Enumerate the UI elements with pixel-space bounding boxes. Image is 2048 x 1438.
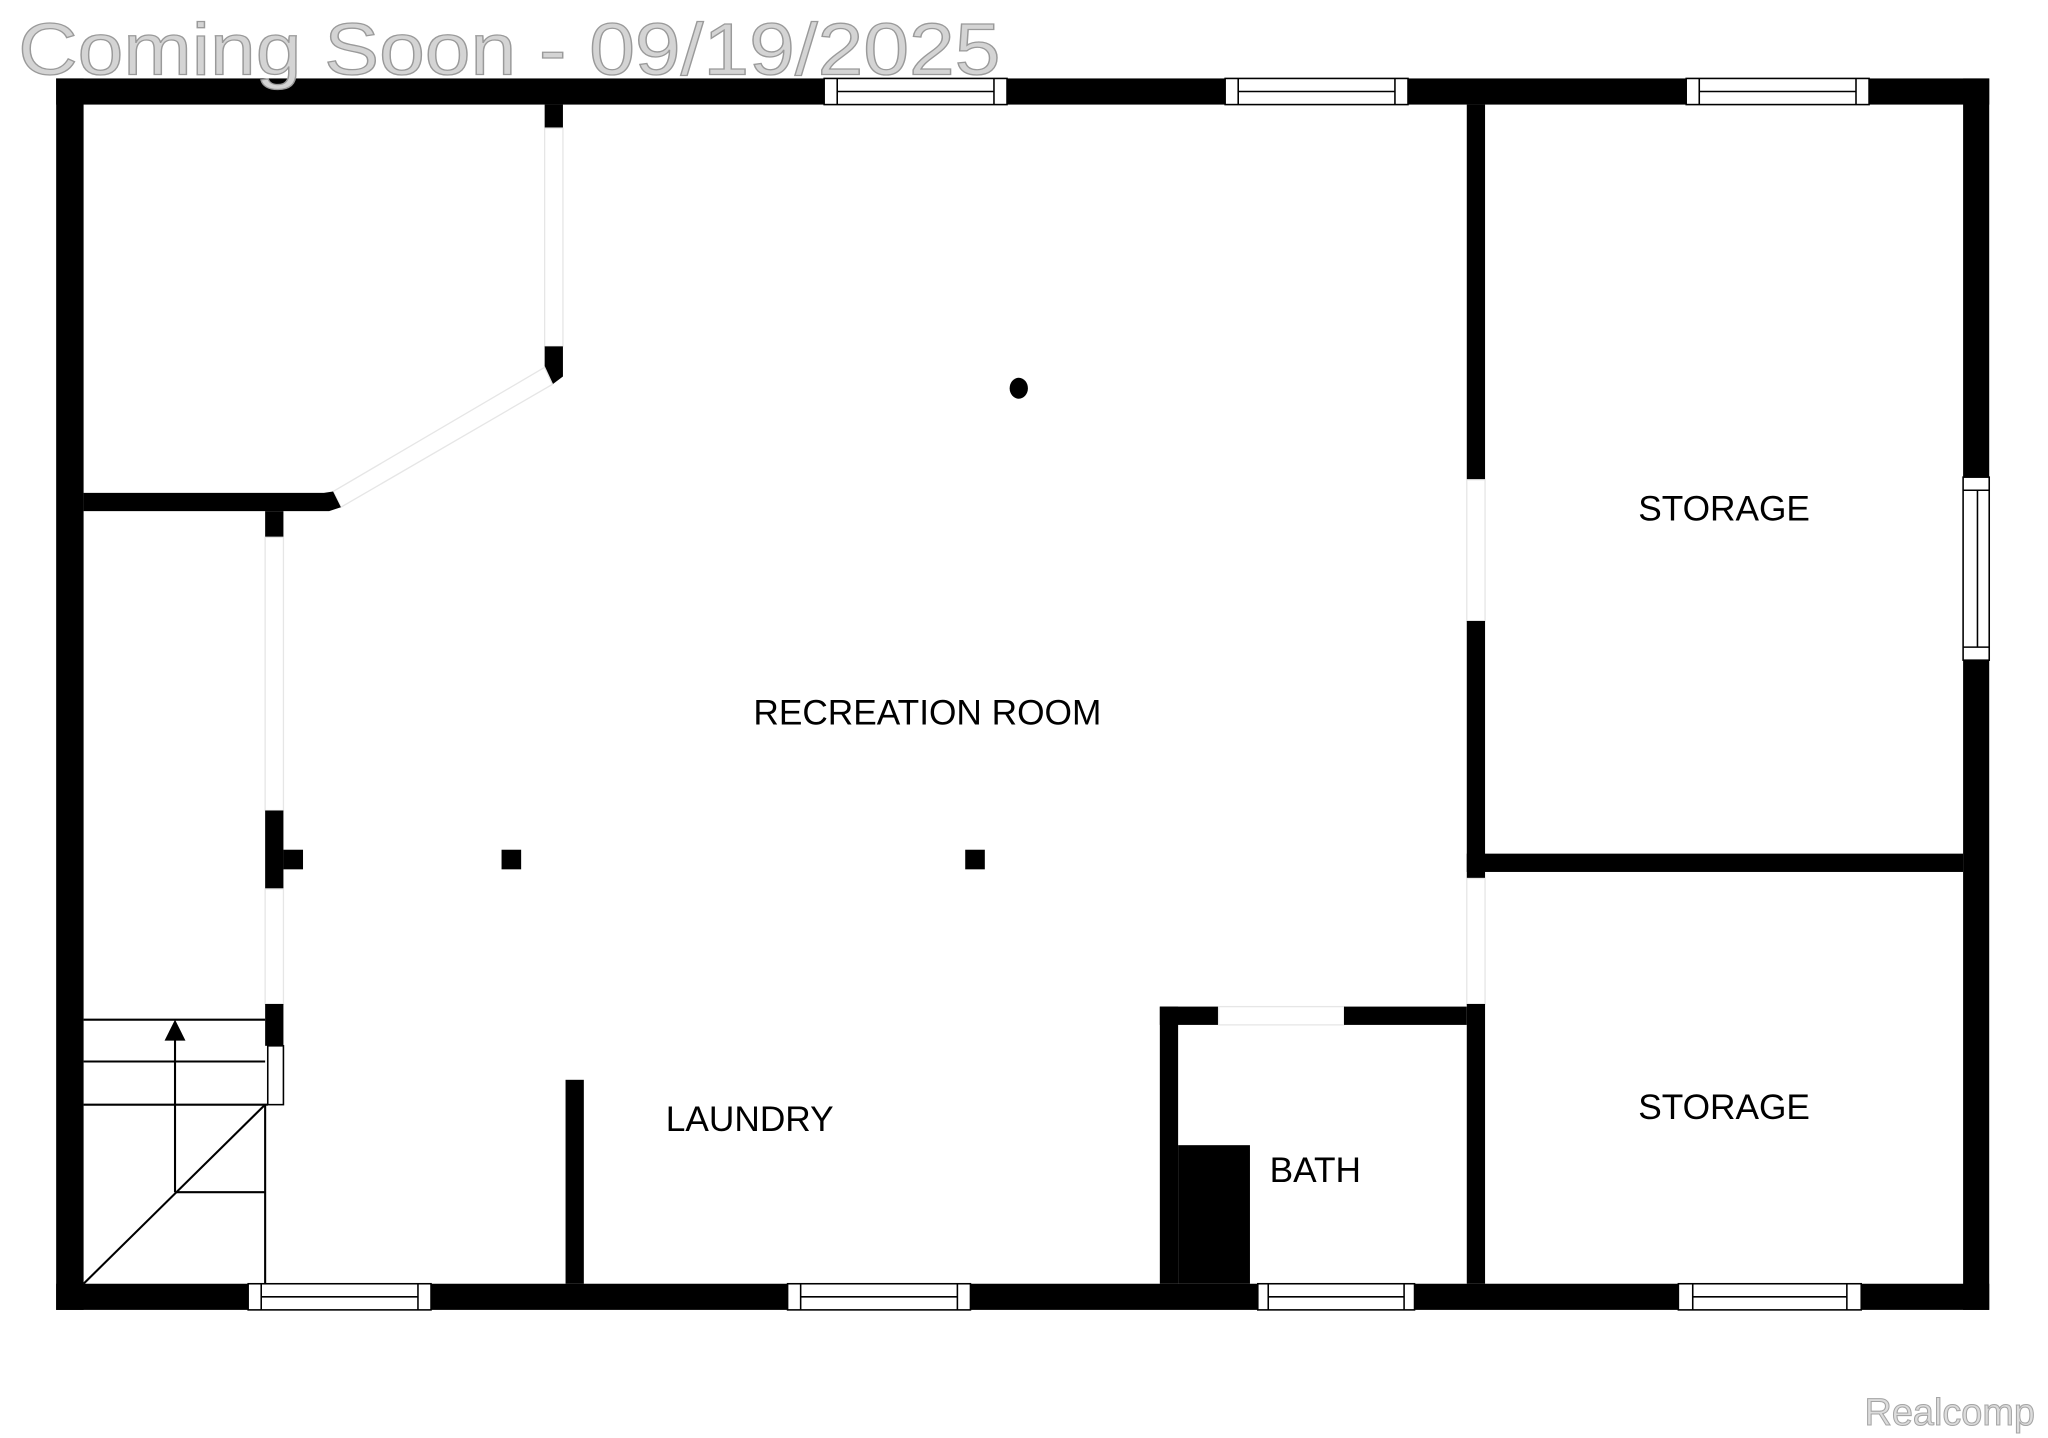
window-bottom-3 <box>1257 1282 1416 1311</box>
bath-chase <box>1178 1145 1250 1284</box>
room-label-bath: BATH <box>1270 1151 1361 1190</box>
coming-soon-watermark: Coming Soon - 09/19/2025 <box>18 8 1000 90</box>
room-label-storage-lower: STORAGE <box>1638 1088 1810 1127</box>
column-post-2 <box>965 849 985 870</box>
laundry-wall <box>565 1079 584 1284</box>
stair-partition <box>264 511 304 1106</box>
window-right <box>1962 476 1991 661</box>
bath-walls <box>1159 1005 1467 1284</box>
window-bottom-2 <box>786 1282 972 1311</box>
room-label-recreation: RECREATION ROOM <box>753 693 1101 732</box>
storage-divider-horizontal <box>1466 853 1964 872</box>
stair-up-arrow-icon <box>164 1019 186 1041</box>
storage-divider-vertical <box>1466 104 1486 1284</box>
room-label-laundry: LAUNDRY <box>666 1100 834 1139</box>
window-top-1 <box>823 77 1008 106</box>
realcomp-credit: Realcomp <box>1864 1392 2034 1434</box>
window-top-3 <box>1685 77 1870 106</box>
window-bottom-1 <box>247 1282 432 1311</box>
staircase <box>82 1018 268 1285</box>
window-bottom-4 <box>1677 1282 1863 1311</box>
room-label-storage-upper: STORAGE <box>1638 489 1810 528</box>
window-top-2 <box>1224 77 1409 106</box>
upper-left-partition <box>83 104 564 512</box>
round-post <box>1009 377 1028 399</box>
column-post-1 <box>501 849 522 870</box>
